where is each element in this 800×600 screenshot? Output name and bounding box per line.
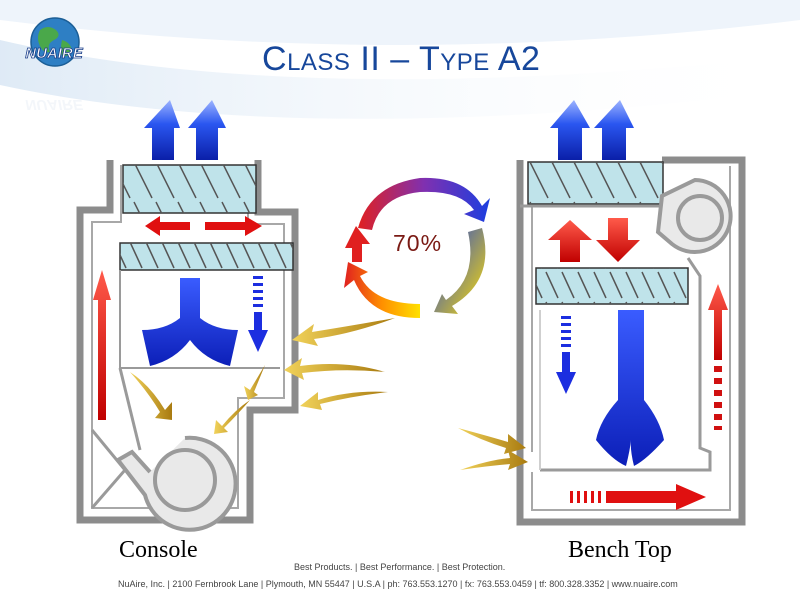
benchtop-blower-icon xyxy=(655,177,733,254)
recirculation-percent: 70% xyxy=(393,230,443,256)
benchtop-cabinet-inner-outline xyxy=(531,166,731,511)
bench-top-label: Bench Top xyxy=(568,537,672,563)
console-front-slope xyxy=(90,429,127,509)
benchtop-room-air-arrow-1 xyxy=(458,428,526,454)
room-air-arrows-benchtop xyxy=(458,428,528,470)
title-part-2: LASS xyxy=(287,49,351,76)
benchtop-room-air-arrow-2 xyxy=(460,450,528,470)
benchtop-cabinet-outline xyxy=(516,156,746,526)
title-part-4: YPE xyxy=(440,49,490,76)
room-air-arrow-2 xyxy=(284,358,385,380)
console-plenum-arrow-left xyxy=(145,216,190,236)
room-air-arrows-center xyxy=(284,318,395,410)
logo-reflection: NUAIRE xyxy=(25,96,83,110)
console-cabinet xyxy=(76,100,299,532)
benchtop-cabinet xyxy=(516,100,746,526)
console-cabinet-outline xyxy=(76,160,299,524)
console-room-air-arrow-1 xyxy=(130,372,172,420)
nuaire-logo: NUAIRE NUAIRE xyxy=(25,17,84,110)
console-blower-icon xyxy=(115,435,238,532)
console-exhaust-arrow-right xyxy=(188,100,226,160)
recirculation-cycle-icon xyxy=(344,177,490,318)
room-air-arrow-3 xyxy=(300,391,388,410)
console-downflow-dashed-arrow xyxy=(248,276,268,352)
benchtop-exhaust-arrow-right xyxy=(594,100,634,160)
console-room-air-arrow-2 xyxy=(244,365,265,400)
console-room-air-arrow-3 xyxy=(214,400,250,434)
title-part-1: C xyxy=(262,40,288,78)
logo-text: NUAIRE xyxy=(25,45,83,62)
console-label: Console xyxy=(119,537,198,563)
benchtop-plenum-up-arrow xyxy=(548,220,592,262)
footer-address: NuAire, Inc. | 2100 Fernbrook Lane | Ply… xyxy=(118,579,678,589)
footer-tagline: Best Products. | Best Performance. | Bes… xyxy=(294,562,506,572)
console-inflow-up-arrow xyxy=(93,270,111,420)
benchtop-exhaust-arrow-left xyxy=(550,100,590,160)
page-title: CLASS II – TYPE A2 xyxy=(262,40,540,79)
console-plenum-arrow-right xyxy=(205,216,262,236)
console-cabinet-inner-outline xyxy=(91,165,285,509)
benchtop-inflow-up-arrow xyxy=(708,284,728,430)
globe-logo-icon xyxy=(30,17,80,67)
benchtop-plenum-down-arrow xyxy=(596,218,640,262)
benchtop-downflow-split-arrow xyxy=(596,310,664,466)
benchtop-bottom-flow-arrow xyxy=(570,484,706,510)
benchtop-downflow-dashed-arrow xyxy=(556,316,576,394)
room-air-arrow-1 xyxy=(292,318,395,346)
title-part-3: II – T xyxy=(350,40,441,78)
console-downflow-split-arrow xyxy=(142,278,238,366)
title-part-5: A2 xyxy=(489,40,541,78)
console-exhaust-arrow-left xyxy=(144,100,180,160)
